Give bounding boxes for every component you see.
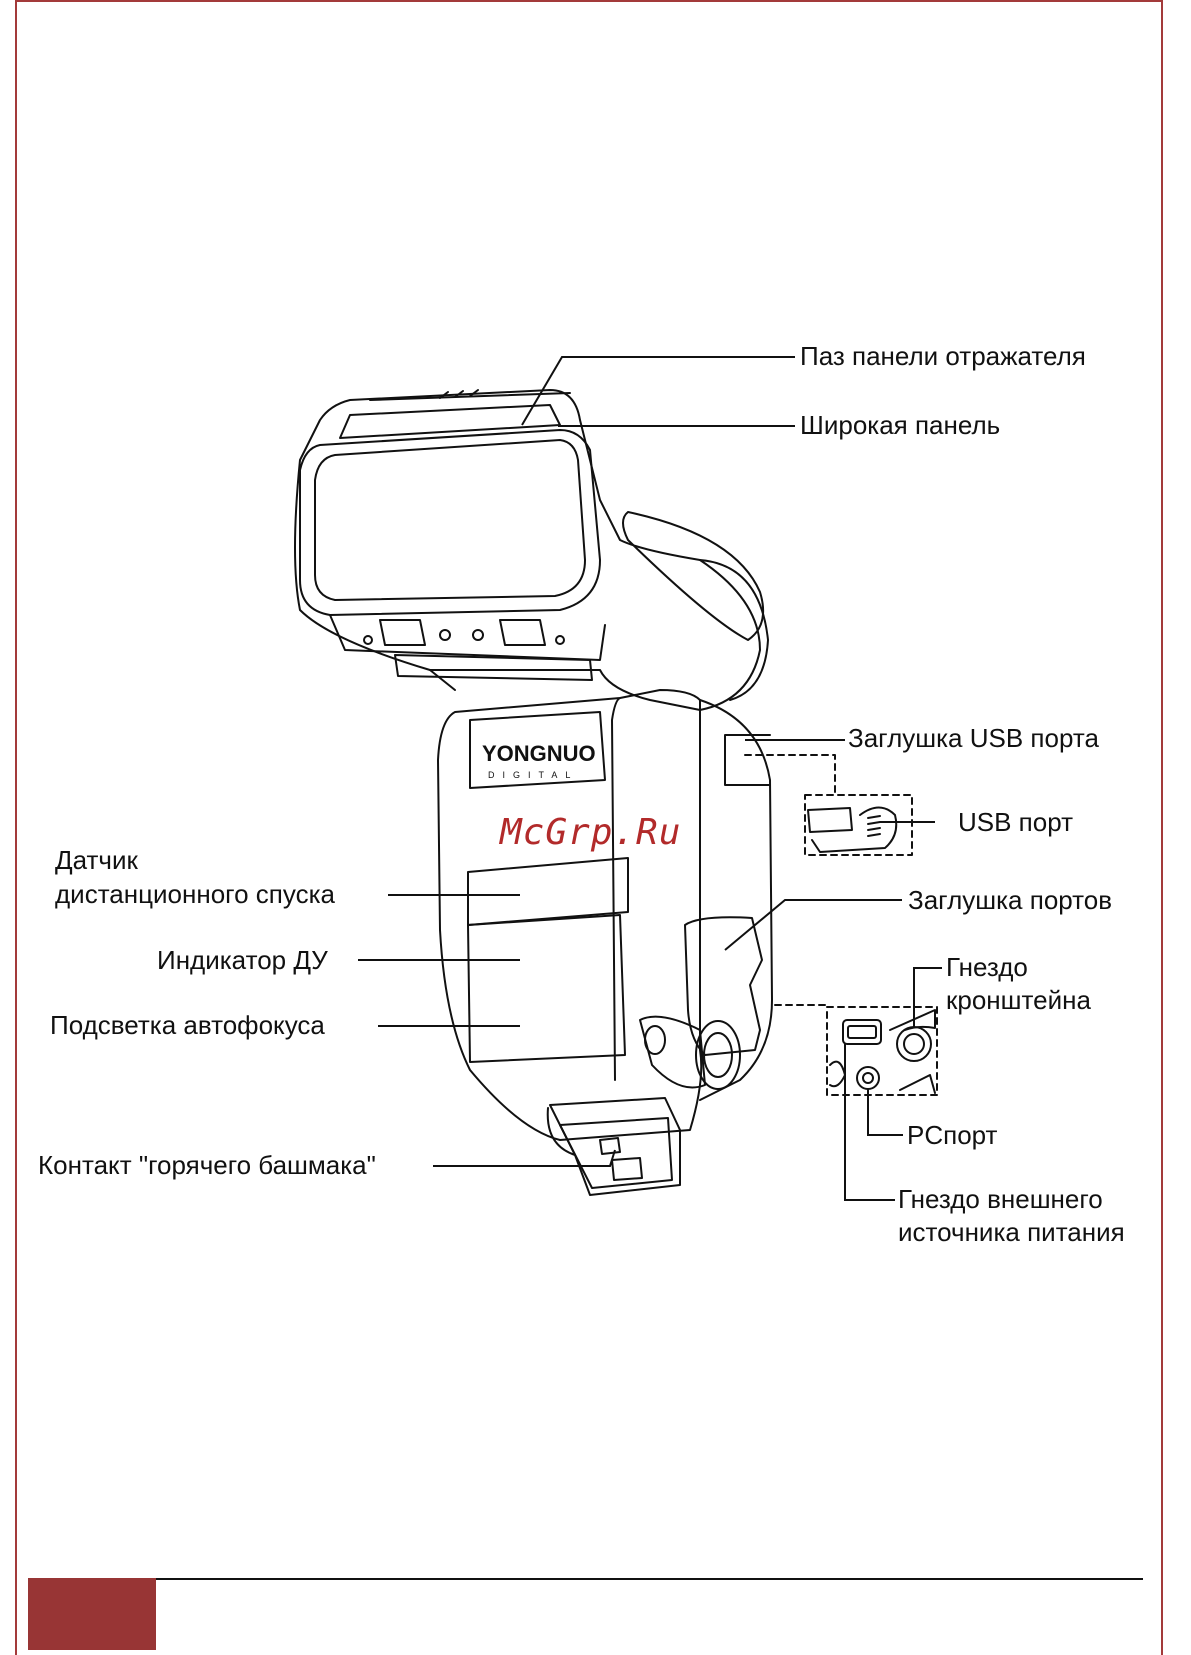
label-usb-cover: Заглушка USB порта bbox=[848, 722, 1099, 754]
brand-sub: DIGITAL bbox=[488, 770, 578, 780]
label-pc-port: PCпорт bbox=[907, 1119, 997, 1151]
label-remote-sensor-1: Датчик bbox=[55, 844, 138, 876]
label-ext-power-2: источника питания bbox=[898, 1216, 1125, 1248]
label-reflector-slot: Паз панели отражателя bbox=[800, 340, 1086, 372]
label-bracket-socket-2: кронштейна bbox=[946, 984, 1091, 1016]
leader-reflector-slot bbox=[522, 357, 795, 425]
flash-head bbox=[295, 390, 768, 710]
label-ext-power-1: Гнездо внешнего bbox=[898, 1183, 1103, 1215]
label-af-assist: Подсветка автофокуса bbox=[50, 1009, 325, 1041]
leader-hot-shoe bbox=[433, 1150, 615, 1166]
label-bracket-socket-1: Гнездо bbox=[946, 951, 1028, 983]
footer-block bbox=[28, 1578, 156, 1650]
label-ports-cover: Заглушка портов bbox=[908, 884, 1112, 916]
watermark: McGrp.Ru bbox=[500, 812, 681, 853]
label-usb-port: USB порт bbox=[958, 806, 1073, 838]
label-wide-panel: Широкая панель bbox=[800, 409, 1000, 441]
leader-lines bbox=[358, 357, 942, 1200]
footer-rule bbox=[28, 1578, 1143, 1580]
label-remote-sensor-2: дистанционного спуска bbox=[55, 878, 335, 910]
leader-ports-cover bbox=[725, 900, 902, 950]
brand-logo: YONGNUO bbox=[482, 741, 596, 766]
usb-inset bbox=[808, 808, 896, 853]
port-insets bbox=[745, 755, 937, 1095]
label-hot-shoe: Контакт "горячего башмака" bbox=[38, 1149, 376, 1181]
label-remote-indicator: Индикатор ДУ bbox=[157, 944, 328, 976]
